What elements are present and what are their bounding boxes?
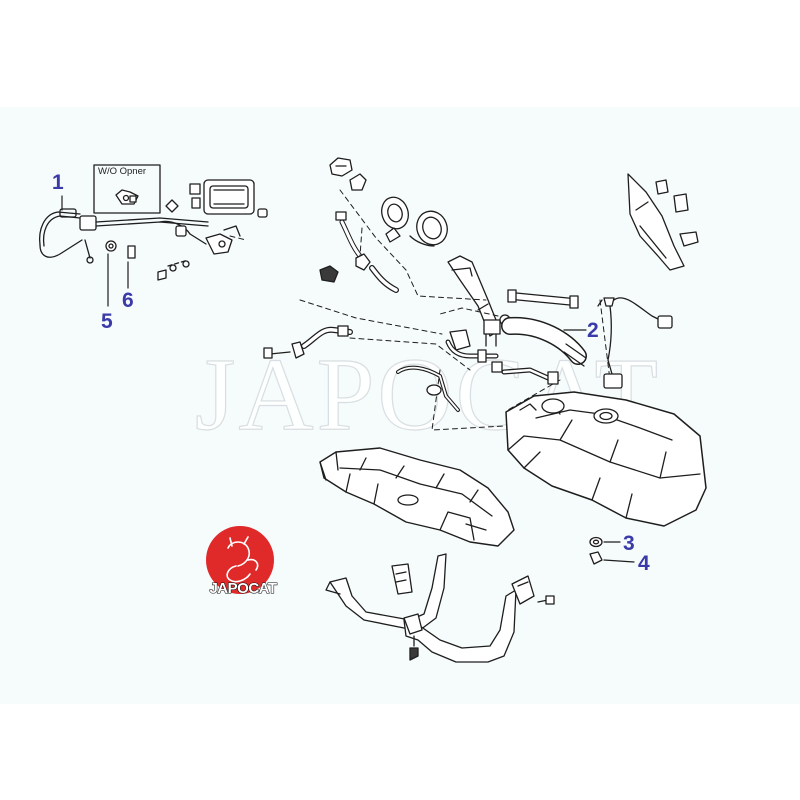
callout-1: 1 — [52, 171, 64, 194]
fuel-lid-opener-cable — [38, 208, 241, 281]
callout-2: 2 — [587, 319, 599, 342]
wo-opener-label: W/O Opner — [98, 166, 147, 177]
heat-protector — [627, 173, 699, 271]
fuel-sender-gauge — [597, 297, 673, 389]
fuel-filler-lid — [165, 179, 268, 218]
tank-protector-shield — [319, 447, 515, 547]
callout-6: 6 — [122, 289, 134, 312]
assembly-leader-lines — [229, 189, 611, 431]
callout-4: 4 — [638, 552, 650, 575]
logo-text: JAPOCAT — [209, 580, 278, 597]
cat-mark-icon — [226, 536, 259, 583]
callout-5: 5 — [101, 310, 113, 333]
without-opener-inset — [93, 164, 161, 214]
breather-hoses — [263, 325, 559, 412]
fuel-tank — [505, 391, 707, 527]
callout-3: 3 — [623, 532, 635, 555]
tank-hardware — [589, 536, 603, 565]
fuel-inlet-assembly — [319, 157, 587, 367]
tank-straps — [325, 553, 555, 663]
japocat-logo-badge — [206, 526, 274, 594]
callout-leaders — [61, 195, 635, 563]
